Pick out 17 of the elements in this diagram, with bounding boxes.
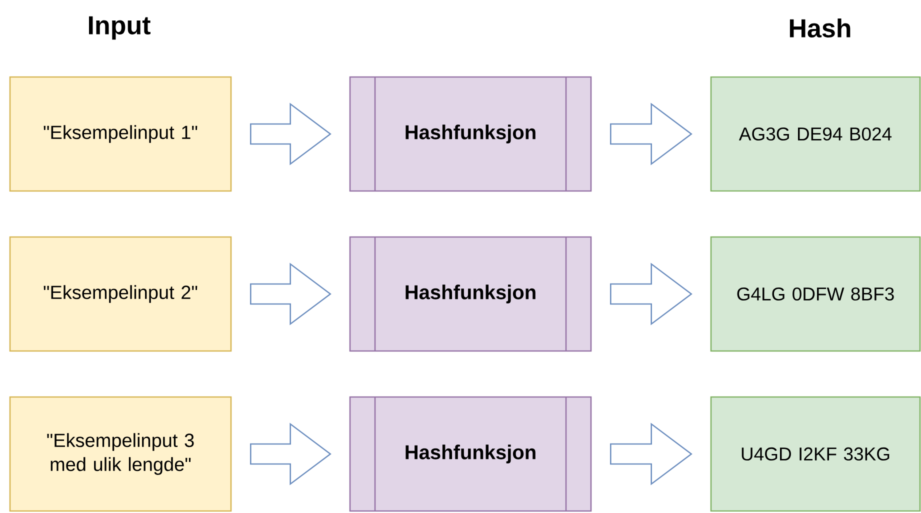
input-box: "Eksempelinput 3 med ulik lengde"	[9, 396, 232, 512]
process-box: Hashfunksjon	[349, 396, 592, 512]
input-box: "Eksempelinput 2"	[9, 236, 232, 352]
output-box: U4GD I2KF 33KG	[710, 396, 921, 512]
block-arrow	[610, 102, 692, 166]
block-arrow	[250, 262, 332, 326]
process-box: Hashfunksjon	[349, 236, 592, 352]
input-box: "Eksempelinput 1"	[9, 76, 232, 192]
process-box: Hashfunksjon	[349, 76, 592, 192]
column-heading: Input	[88, 16, 150, 40]
block-arrow	[250, 102, 332, 166]
block-arrow	[610, 422, 692, 486]
block-arrow	[250, 422, 332, 486]
output-box: AG3G DE94 B024	[710, 76, 921, 192]
output-box: G4LG 0DFW 8BF3	[710, 236, 921, 352]
block-arrow	[610, 262, 692, 326]
column-heading: Hash	[790, 18, 850, 38]
